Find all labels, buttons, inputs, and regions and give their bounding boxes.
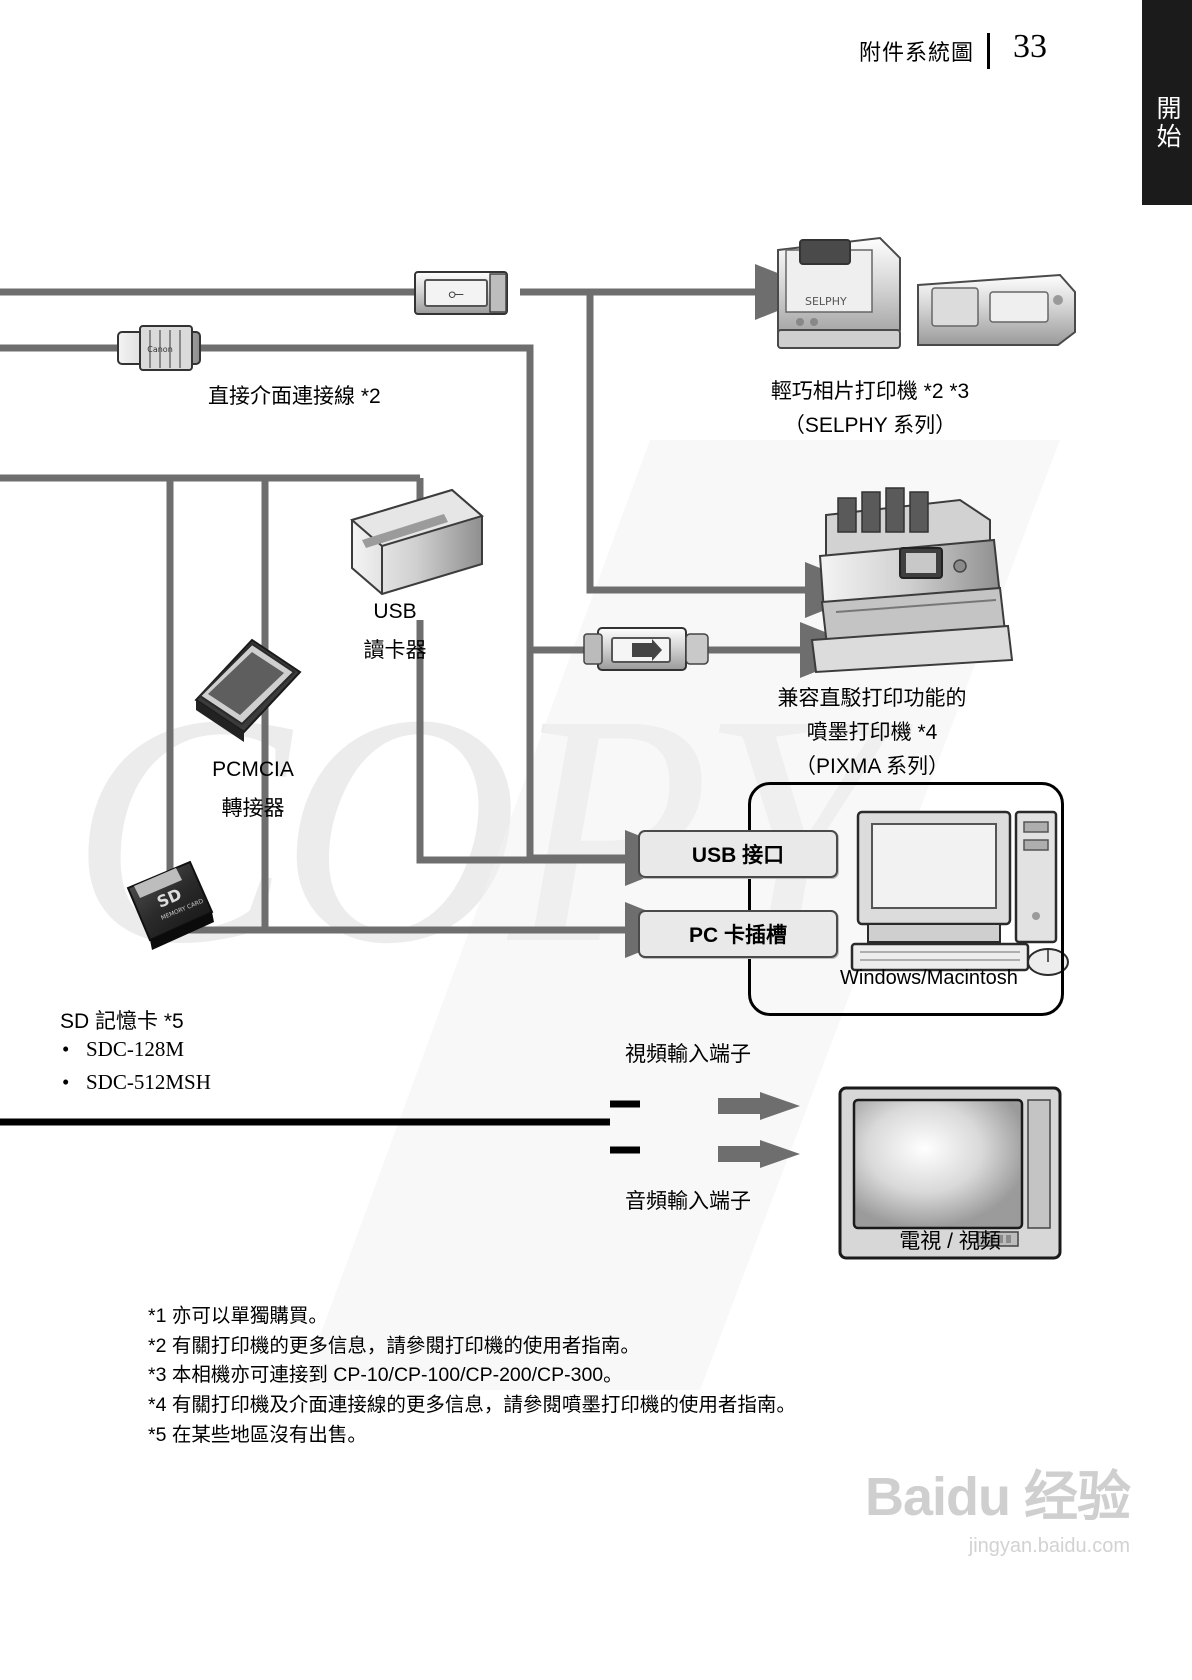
label-sd-card: SD 記憶卡 *5 — [60, 1010, 184, 1033]
usb-port-box[interactable]: USB 接口 — [638, 830, 838, 878]
svg-text:SELPHY: SELPHY — [805, 295, 847, 308]
inkjet-printer-illustration — [810, 487, 1014, 674]
sd-item-1-text: SDC-128M — [86, 1037, 185, 1061]
svg-text:⟜: ⟜ — [448, 281, 464, 305]
footnote-4: *4 有關打印機及介面連接線的更多信息，請參閱噴墨打印機的使用者指南。 — [148, 1393, 796, 1416]
pc-card-slot-box[interactable]: PC 卡插槽 — [638, 910, 838, 958]
usb-a-plug-icon: ⟜ — [414, 271, 508, 315]
label-compact-printer-line1: 輕巧相片打印機 *2 *3 — [770, 380, 970, 403]
baidu-watermark-main: Baidu 经验 — [864, 1467, 1131, 1527]
label-sd-item-1: •SDC-128M — [62, 1037, 185, 1061]
usb-card-reader-illustration — [349, 488, 485, 596]
baidu-watermark: Baidu 经验 jingyan.baidu.com — [864, 1452, 1131, 1558]
page-title: 附件系統圖 — [858, 40, 974, 65]
label-audio-in: 音頻輸入端子 — [625, 1190, 751, 1213]
page-number: 33 — [1013, 28, 1047, 65]
label-interface-cable: 直接介面連接線 *2 — [208, 385, 381, 408]
sd-item-2-text: SDC-512MSH — [86, 1070, 211, 1094]
svg-text:Canon: Canon — [147, 345, 173, 354]
label-inkjet-line3: （PIXMA 系列） — [794, 755, 950, 778]
usb-b-plug-icon — [583, 627, 709, 671]
tv-illustration — [838, 1086, 1062, 1260]
footnote-2: *2 有關打印機的更多信息，請參閱打印機的使用者指南。 — [148, 1334, 640, 1357]
sd-card-illustration: SD MEMORY CARD — [126, 860, 214, 950]
label-pcmcia-line1: PCMCIA — [212, 758, 294, 781]
label-inkjet-line1: 兼容直駁打印功能的 — [777, 687, 967, 710]
label-compact-printer-line2: （SELPHY 系列） — [783, 414, 957, 437]
label-pcmcia-line2: 轉接器 — [221, 797, 285, 820]
footnote-1: *1 亦可以單獨購買。 — [148, 1305, 328, 1327]
label-usb-reader-line2: 讀卡器 — [363, 639, 427, 662]
selphy-printer-illustration: SELPHY — [777, 236, 1076, 349]
footnotes: *1 亦可以單獨購買。 *2 有關打印機的更多信息，請參閱打印機的使用者指南。 … — [148, 1302, 796, 1450]
section-tab: 開始 — [1142, 0, 1192, 205]
computer-group-frame — [748, 782, 1064, 1016]
section-tab-label: 開始 — [1153, 95, 1181, 151]
label-usb-reader-line1: USB — [373, 600, 417, 623]
label-sd-item-2: •SDC-512MSH — [62, 1070, 211, 1094]
pcmcia-adapter-illustration — [194, 638, 302, 742]
label-video-in: 視頻輸入端子 — [625, 1043, 751, 1066]
baidu-watermark-sub: jingyan.baidu.com — [968, 1535, 1130, 1557]
footnote-3: *3 本相機亦可連接到 CP-10/CP-100/CP-200/CP-300。 — [148, 1364, 623, 1387]
label-os: Windows/Macintosh — [840, 967, 1018, 989]
computer-illustration — [850, 810, 1069, 976]
mini-usb-plug-icon: Canon — [117, 325, 201, 371]
header-divider — [987, 33, 990, 69]
label-tv-video: 電視 / 視頻 — [899, 1230, 1001, 1253]
label-inkjet-line2: 噴墨打印機 *4 — [806, 721, 938, 744]
footnote-5: *5 在某些地區沒有出售。 — [148, 1423, 367, 1446]
